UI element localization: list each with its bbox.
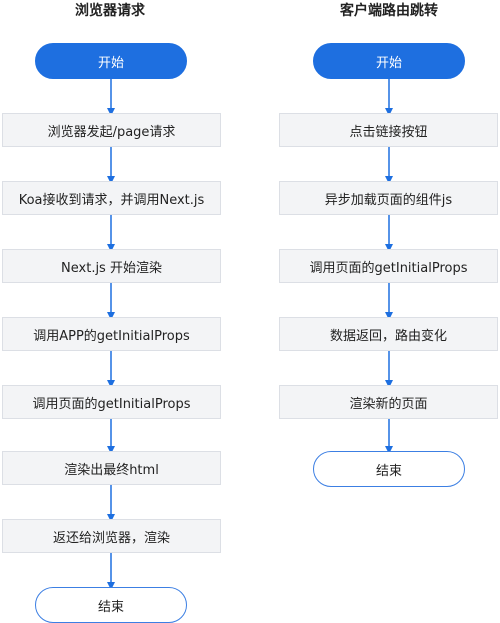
right-step-4: 数据返回，路由变化 (279, 317, 498, 351)
left-step-7: 返还给浏览器，渲染 (2, 519, 221, 553)
left-end-node: 结束 (35, 587, 187, 623)
right-step-5: 渲染新的页面 (279, 385, 498, 419)
left-step-2: Koa接收到请求，并调用Next.js (2, 181, 221, 215)
left-step-6: 渲染出最终html (2, 451, 221, 485)
left-flow-title: 浏览器请求 (75, 3, 145, 19)
right-end-node: 结束 (313, 451, 465, 487)
left-step-3: Next.js 开始渲染 (2, 249, 221, 283)
left-start-node: 开始 (35, 43, 187, 79)
right-step-3: 调用页面的getInitialProps (279, 249, 498, 283)
right-step-1: 点击链接按钮 (279, 113, 498, 147)
left-step-5: 调用页面的getInitialProps (2, 385, 221, 419)
right-flow-title: 客户端路由跳转 (340, 3, 438, 19)
left-step-4: 调用APP的getInitialProps (2, 317, 221, 351)
right-start-node: 开始 (313, 43, 465, 79)
left-step-1: 浏览器发起/page请求 (2, 113, 221, 147)
right-step-2: 异步加载页面的组件js (279, 181, 498, 215)
